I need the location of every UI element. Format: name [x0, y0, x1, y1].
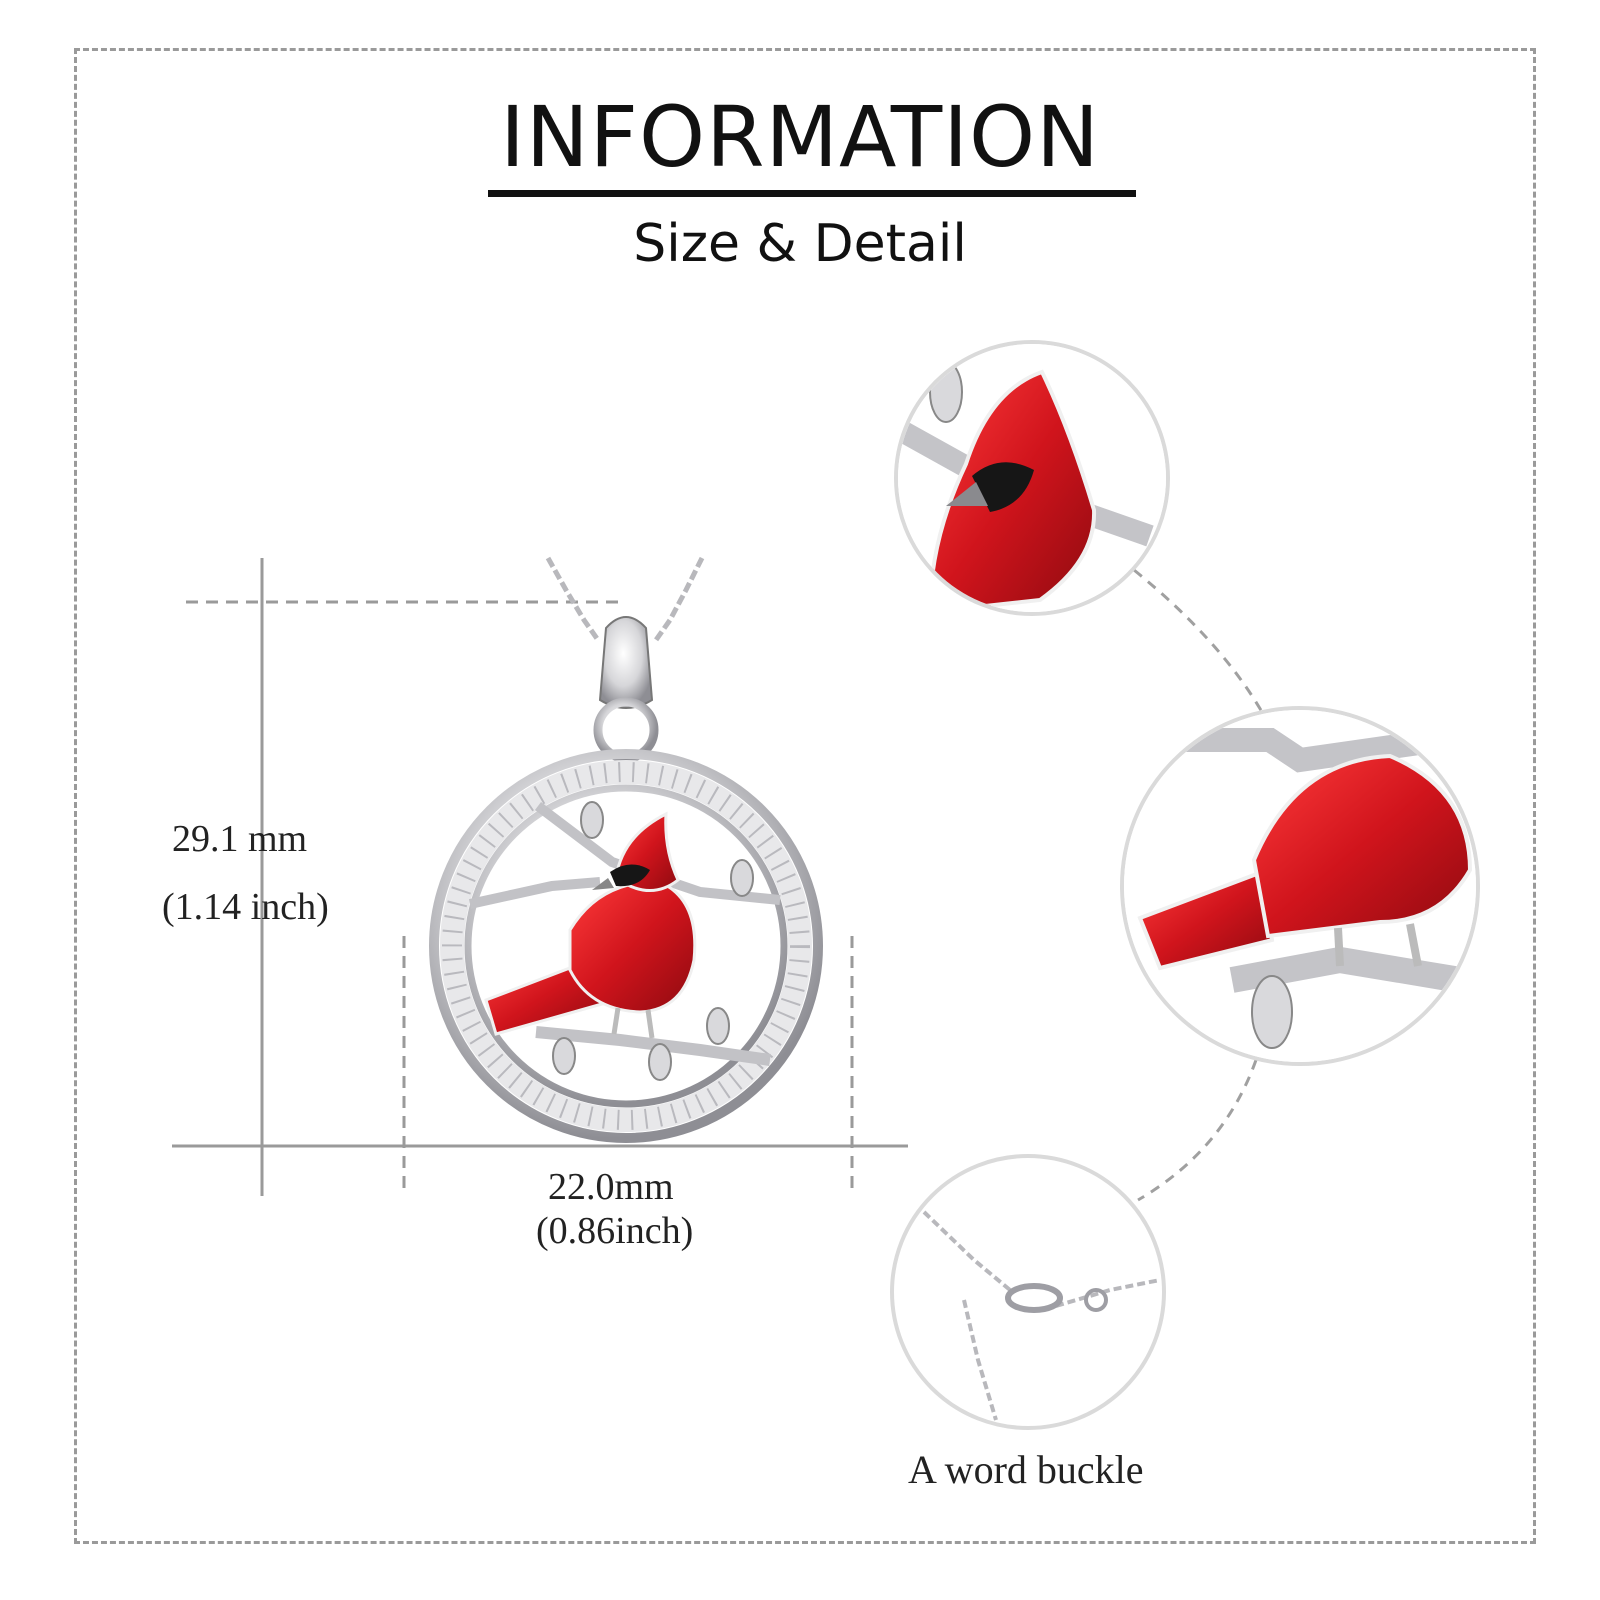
detail-head	[898, 344, 1166, 612]
dimension-guides	[172, 558, 908, 1196]
chain-left	[545, 556, 601, 642]
outer-ring	[429, 749, 823, 1143]
leaf-3	[552, 1037, 576, 1075]
detail-circle-buckle-border	[890, 1154, 1166, 1430]
detail-connector-upper	[1133, 568, 1264, 713]
title-underline	[488, 190, 1136, 197]
buckle-caption: A word buckle	[908, 1447, 1144, 1492]
width-mm-label: 22.0mm	[548, 1166, 674, 1208]
leaf-2	[730, 859, 754, 897]
dashed-frame	[74, 48, 1536, 1544]
height-inch-label: (1.14 inch)	[162, 886, 329, 928]
cardinal-leg-2	[645, 1009, 655, 1039]
height-mm-label: 29.1 mm	[172, 818, 308, 860]
cardinal-mask	[610, 864, 650, 887]
detail-tail	[1124, 710, 1476, 1062]
cardinal-body	[568, 880, 697, 1014]
width-inch-label: (0.86inch)	[536, 1210, 694, 1252]
chain-right	[653, 556, 705, 642]
cardinal-beak	[592, 878, 614, 890]
page-title: INFORMATION	[500, 88, 1100, 186]
leaf-4	[648, 1043, 672, 1081]
leaf-5	[706, 1007, 730, 1045]
detail-connector-lower	[1137, 1059, 1258, 1202]
branch-left	[468, 877, 601, 909]
stone-dots	[442, 762, 810, 1130]
detail-buckle	[922, 1210, 1161, 1421]
leaf-1	[580, 801, 604, 839]
inner-ring	[464, 784, 788, 1108]
cardinal-pendant	[429, 556, 823, 1143]
page-subtitle: Size & Detail	[633, 214, 967, 274]
cardinal-leg-1	[611, 1007, 621, 1035]
pendant-bail	[598, 616, 654, 709]
